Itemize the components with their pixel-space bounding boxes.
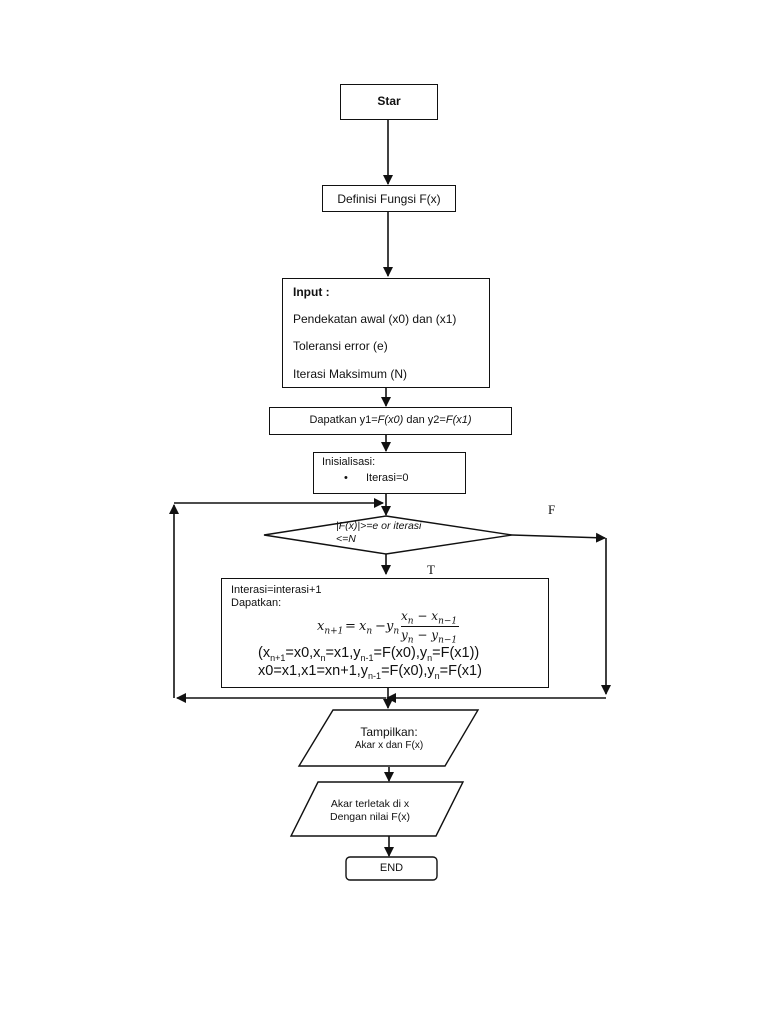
output1-line-1: Tampilkan: (360, 725, 418, 739)
decision-line-1: |F(x)|>=e or iterasi (336, 520, 422, 532)
end-shape (345, 856, 438, 881)
output2-line-2: Dengan nilai F(x) (330, 811, 410, 823)
process-line-1: Interasi=interasi+1 (231, 584, 322, 596)
formula-numerator: xn − xn−1 (401, 609, 458, 627)
formula-yn: yn (386, 619, 400, 637)
arrow-decision-false-right (511, 532, 606, 543)
formula-denominator: yn − yn−1 (401, 628, 458, 646)
process-assign-1: (xn+1=x0,xn=x1,yn-1=F(x0),yn=F(x1)) (258, 645, 480, 663)
process-line-2: Dapatkan: (231, 597, 282, 609)
init-box: Inisialisasi: • Iterasi=0 (313, 452, 466, 494)
output2-shape (289, 781, 465, 837)
start-label: Star (377, 94, 401, 108)
secant-formula: xn+1 = xn − yn xn − xn−1 yn − yn−1 (317, 609, 467, 645)
input-title: Input : (293, 285, 330, 299)
input-box: Input : Pendekatan awal (x0) dan (x1) To… (282, 278, 490, 388)
define-label: Definisi Fungsi F(x) (337, 192, 441, 206)
formula-eq: = (345, 619, 356, 634)
define-box: Definisi Fungsi F(x) (322, 185, 456, 212)
input-line-1: Pendekatan awal (x0) dan (x1) (293, 312, 457, 326)
output1-shape (297, 709, 480, 767)
label-true: T (427, 562, 435, 577)
formula-minus: − (375, 619, 386, 634)
formula-xn: xn (359, 619, 373, 637)
output2-line-1: Akar terletak di x (330, 798, 410, 810)
init-item: Iterasi=0 (366, 472, 409, 484)
formula-fraction-bar (401, 626, 459, 627)
input-line-3: Iterasi Maksimum (N) (293, 367, 408, 381)
process-assign-2: x0=x1,x1=xn+1,yn-1=F(x0),yn=F(x1) (258, 663, 482, 681)
decision-diamond (263, 515, 513, 555)
start-box: Star (340, 84, 438, 120)
process-box: Interasi=interasi+1 Dapatkan: xn+1 = xn … (221, 578, 549, 688)
init-title: Inisialisasi: (322, 456, 376, 468)
formula-lhs: xn+1 (317, 619, 344, 637)
get-y-mid: dan y2= (403, 414, 446, 426)
get-y-box: Dapatkan y1=F(x0) dan y2=F(x1) (269, 407, 512, 435)
output1-line-2: Akar x dan F(x) (354, 740, 424, 751)
get-y-f1: F(x1) (445, 414, 472, 426)
get-y-prefix: Dapatkan y1= (309, 414, 378, 426)
label-false: F (548, 502, 556, 517)
input-line-2: Toleransi error (e) (293, 339, 388, 353)
init-bullet: • (344, 472, 348, 484)
decision-line-2: <=N (336, 533, 356, 545)
get-y-f0: F(x0) (377, 414, 404, 426)
get-y-label: Dapatkan y1=F(x0) dan y2=F(x1) (270, 414, 511, 426)
end-label: END (379, 862, 404, 874)
